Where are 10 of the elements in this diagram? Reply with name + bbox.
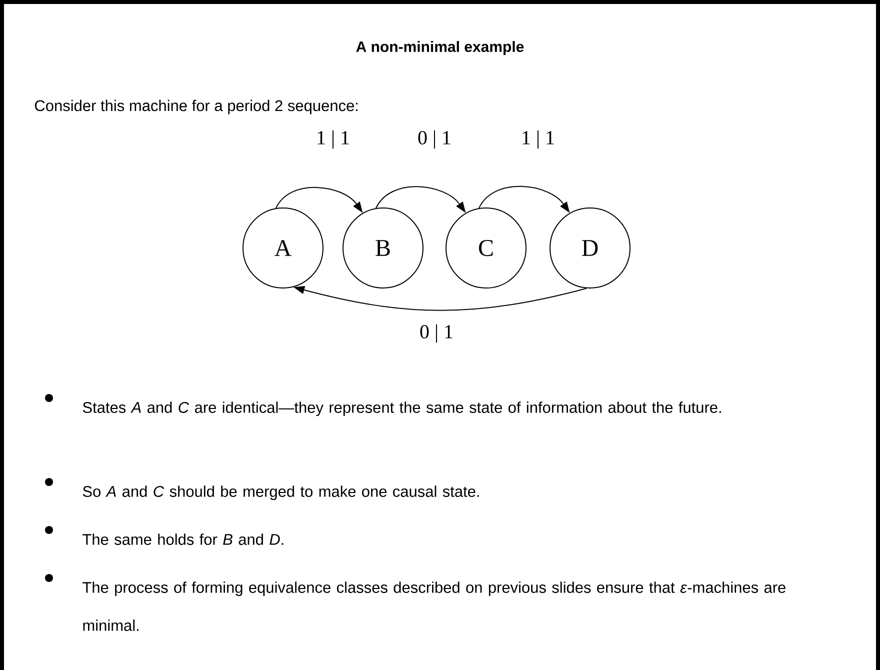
edge-label: 0 | 1 bbox=[418, 130, 450, 149]
bullet-text: The process of forming equivalence classes described on previous slides ensure that ε-machines are minimal. bbox=[82, 582, 786, 631]
bullet-text: The same holds for B and D. bbox=[82, 534, 284, 545]
edge-label: 1 | 1 bbox=[318, 130, 349, 149]
edge-label: 0 | 1 bbox=[420, 324, 452, 343]
slide-title: A non-minimal example bbox=[356, 41, 524, 55]
bullet-text: So A and C should be merged to make one causal state. bbox=[82, 486, 479, 500]
intro-text: Consider this machine for a period 2 sequence: bbox=[35, 100, 358, 114]
bullet-text: States A and C are identical—they represent the same state of information about the future. bbox=[82, 402, 721, 416]
edge-label: 1 | 1 bbox=[522, 130, 554, 149]
